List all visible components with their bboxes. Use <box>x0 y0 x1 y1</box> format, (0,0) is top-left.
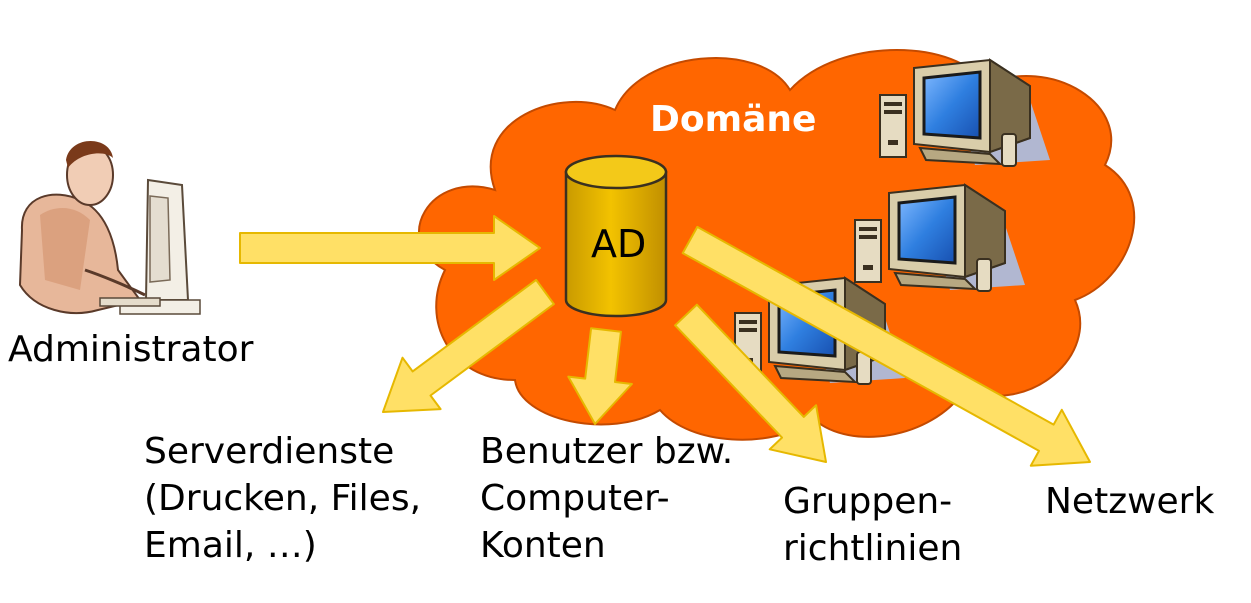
ad-to-policies-arrow <box>674 303 827 463</box>
accounts-label: Benutzer bzw. Computer- Konten <box>480 431 734 566</box>
services-label: Serverdienste (Drucken, Files, Email, …) <box>144 431 422 566</box>
policies-label: Gruppen- richtlinien <box>783 481 963 569</box>
ad-to-network-arrow <box>681 225 1091 467</box>
domain-title: Domäne <box>650 99 817 140</box>
administrator-label: Administrator <box>8 329 254 370</box>
ad-label: AD <box>591 222 647 266</box>
administrator-icon <box>18 140 201 315</box>
network-label: Netzwerk <box>1045 481 1215 522</box>
ad-to-accounts-arrow <box>567 327 633 425</box>
ad-database-icon <box>564 154 668 318</box>
admin-to-ad-arrow <box>239 215 541 281</box>
ad-to-services-arrow <box>382 278 555 413</box>
